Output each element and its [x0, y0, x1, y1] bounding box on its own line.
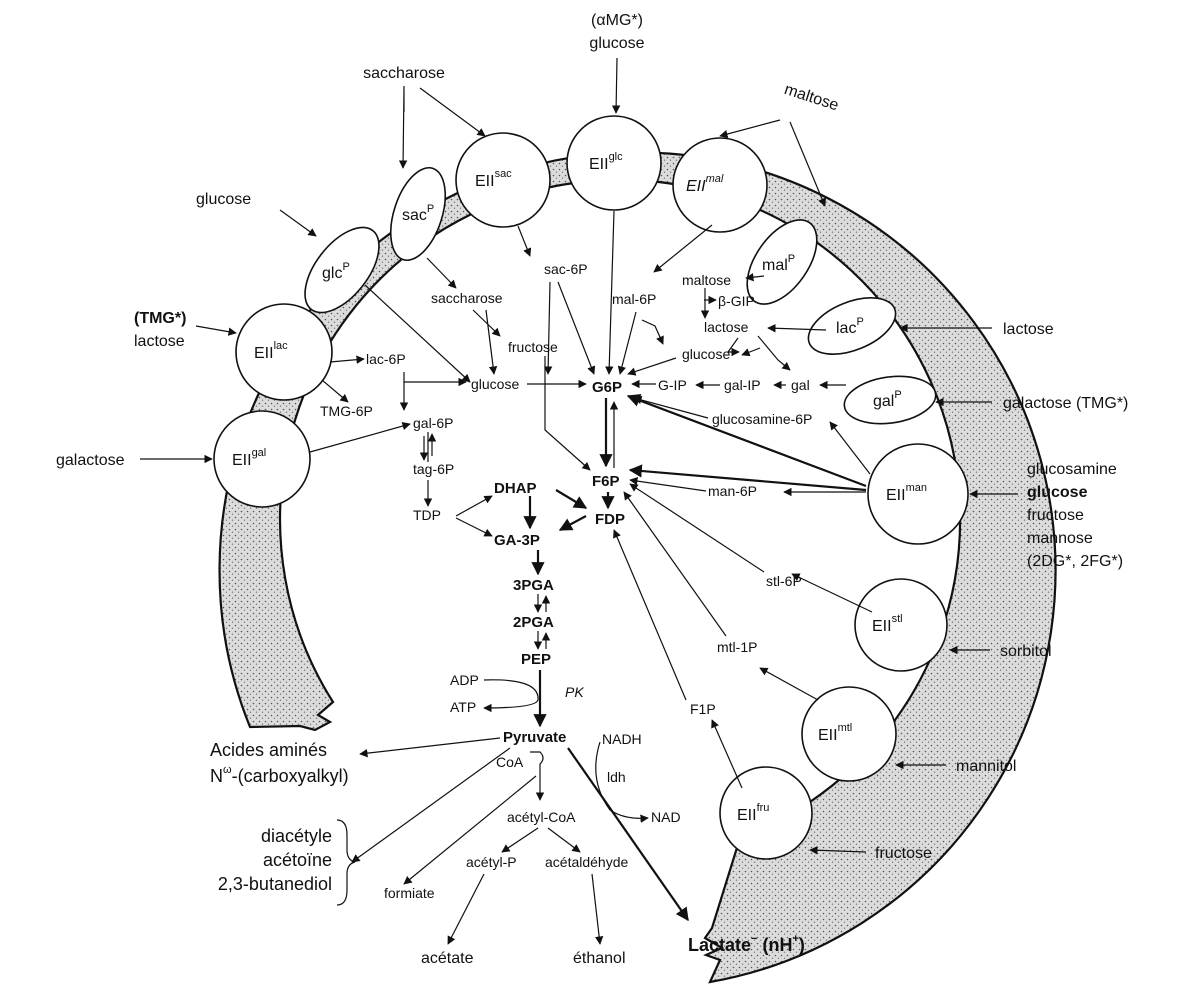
- ldh-label: ldh: [607, 769, 626, 785]
- sac6p-label: sac-6P: [544, 261, 588, 277]
- galactose-ext-label: galactose: [56, 452, 125, 469]
- nadh-label: NADH: [602, 731, 642, 747]
- acetate-label: acétate: [421, 950, 474, 967]
- lactose-ext-right-label: lactose: [1003, 321, 1054, 338]
- transporter-mtl: EIImtl: [802, 687, 896, 781]
- lactose-ext-label: lactose: [134, 333, 185, 350]
- acides-amines-label: Acides aminés: [210, 740, 327, 760]
- f1p-label: F1P: [690, 701, 716, 717]
- atp-label: ATP: [450, 699, 476, 715]
- mannitol-label: mannitol: [956, 758, 1016, 775]
- n-carboxyalkyl-label: Nω-(carboxyalkyl): [210, 764, 349, 786]
- tag6p-label: tag-6P: [413, 461, 454, 477]
- glucose-top-label: glucose: [589, 35, 644, 52]
- glucose-bold-label: glucose: [1027, 484, 1088, 501]
- tmg6p-label: TMG-6P: [320, 403, 373, 419]
- g1p-label: G-IP: [658, 377, 687, 393]
- pep-label: PEP: [521, 651, 551, 668]
- nad-label: NAD: [651, 809, 681, 825]
- lactose-int-label: lactose: [704, 319, 749, 335]
- formiate-label: formiate: [384, 885, 435, 901]
- transporter-fru: EIIfru: [720, 767, 812, 859]
- ethanol-label: éthanol: [573, 950, 626, 967]
- galactose-tmg-label: galactose (TMG*): [1003, 395, 1128, 412]
- product-bracket: [337, 820, 355, 905]
- gal6p-label: gal-6P: [413, 415, 453, 431]
- acetylcoa-label: acétyl-CoA: [507, 809, 576, 825]
- 3pga-label: 3PGA: [513, 577, 554, 594]
- transporter-man: EIIman: [868, 444, 968, 544]
- sorbitol-label: sorbitol: [1000, 643, 1052, 660]
- tdp-label: TDP: [413, 507, 441, 523]
- transporter-gal: EIIgal: [214, 411, 310, 507]
- ga3p-label: GA-3P: [494, 532, 540, 549]
- 2pga-label: 2PGA: [513, 614, 554, 631]
- acetaldehyde-label: acétaldéhyde: [545, 854, 629, 870]
- g6p-label: G6P: [592, 379, 622, 396]
- man6p-label: man-6P: [708, 483, 757, 499]
- transporter-mal: EIImal: [673, 138, 767, 232]
- transporter-sac: EIIsac: [456, 133, 550, 227]
- amg-label: (αMG*): [591, 12, 643, 29]
- adp-label: ADP: [450, 672, 479, 688]
- f6p-label: F6P: [592, 473, 620, 490]
- acetylp-label: acétyl-P: [466, 854, 517, 870]
- fructose-ext-label: fructose: [1027, 507, 1084, 524]
- fructose-bottom-label: fructose: [875, 845, 932, 862]
- transporter-glc: EIIglc: [567, 116, 661, 210]
- transporter-galP: galP: [841, 371, 939, 429]
- mtl1p-label: mtl-1P: [717, 639, 757, 655]
- transporter-lac: EIIlac: [236, 304, 332, 400]
- glucosamine6p-label: glucosamine-6P: [712, 411, 812, 427]
- dhap-label: DHAP: [494, 480, 537, 497]
- diacetyle-label: diacétyle: [261, 826, 332, 846]
- glucose-ext-label: glucose: [196, 191, 251, 208]
- saccharose-int-label: saccharose: [431, 290, 503, 306]
- maltose-int-label: maltose: [682, 272, 731, 288]
- gal-int-label: gal: [791, 377, 810, 393]
- pyruvate-label: Pyruvate: [503, 729, 566, 746]
- stl6p-label: stl-6P: [766, 573, 802, 589]
- lactate-label: Lactate− (nH+): [688, 933, 805, 955]
- mal6p-label: mal-6P: [612, 291, 656, 307]
- mannose-label: mannose: [1027, 530, 1093, 547]
- butanediol-label: 2,3-butanediol: [218, 874, 332, 894]
- dg-fg-label: (2DG*, 2FG*): [1027, 553, 1123, 570]
- maltose-ext-label: maltose: [782, 81, 841, 115]
- pk-label: PK: [565, 684, 584, 700]
- gal1p-label: gal-IP: [724, 377, 761, 393]
- transporter-stl: EIIstl: [855, 579, 947, 671]
- lac6p-label: lac-6P: [366, 351, 406, 367]
- fdp-label: FDP: [595, 511, 625, 528]
- coa-label: CoA: [496, 754, 524, 770]
- bgip-label: β-GIP: [718, 293, 755, 309]
- saccharose-ext-label: saccharose: [363, 65, 445, 82]
- glucose-mid-label: glucose: [682, 346, 730, 362]
- acetoine-label: acétoïne: [263, 850, 332, 870]
- fructose-int-label: fructose: [508, 339, 558, 355]
- glucose-int-label: glucose: [471, 376, 519, 392]
- glucosamine-label: glucosamine: [1027, 461, 1117, 478]
- tmg-label: (TMG*): [134, 310, 186, 327]
